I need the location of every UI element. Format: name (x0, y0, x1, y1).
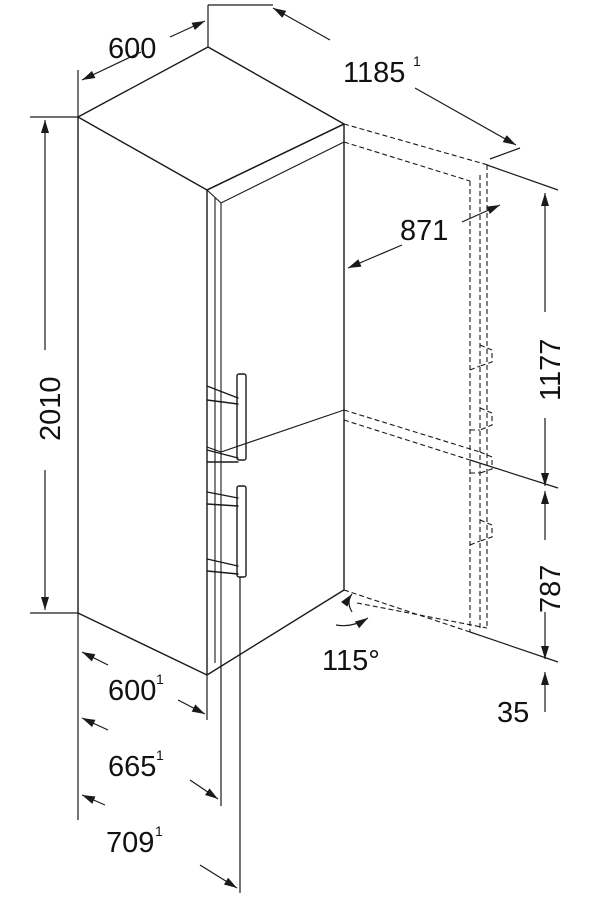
label-depth-709: 709 1 (106, 823, 163, 859)
svg-text:1: 1 (413, 53, 421, 69)
svg-text:600: 600 (108, 675, 156, 707)
door-split-line (206, 409, 345, 453)
cabinet-top-face (77, 46, 345, 191)
cabinet-side-face (77, 116, 208, 676)
svg-text:1: 1 (156, 747, 164, 763)
svg-text:2010: 2010 (35, 376, 67, 441)
svg-text:600: 600 (108, 33, 156, 65)
label-door-angle: 115° (322, 645, 380, 677)
label-top-width: 600 (108, 33, 156, 65)
cabinet-front-edge (206, 123, 345, 676)
svg-text:709: 709 (106, 827, 154, 859)
fridge-cabinet (77, 46, 345, 676)
svg-text:35: 35 (497, 697, 529, 729)
svg-text:787: 787 (535, 565, 567, 613)
lower-door-handle (206, 485, 247, 578)
label-open-door-depth: 1185 1 (343, 53, 421, 89)
open-doors-outline (343, 123, 493, 633)
label-upper-door: 1177 (535, 339, 567, 401)
extension-lines (30, 4, 559, 893)
svg-text:1177: 1177 (535, 339, 567, 401)
svg-text:665: 665 (108, 751, 156, 783)
dimension-arrows (41, 7, 549, 889)
upper-door-handle (206, 373, 247, 463)
svg-text:1: 1 (156, 671, 164, 687)
svg-text:1: 1 (155, 823, 163, 839)
svg-text:115°: 115° (322, 645, 380, 677)
label-height: 2010 (35, 376, 67, 441)
label-depth-600: 600 1 (108, 671, 164, 707)
svg-text:1185: 1185 (343, 57, 405, 89)
label-door-depth: 871 (400, 215, 448, 247)
label-floor-clearance: 35 (497, 697, 529, 729)
label-lower-door: 787 (535, 565, 567, 613)
svg-text:871: 871 (400, 215, 448, 247)
door-top-edge (206, 141, 345, 204)
label-depth-665: 665 1 (108, 747, 164, 783)
